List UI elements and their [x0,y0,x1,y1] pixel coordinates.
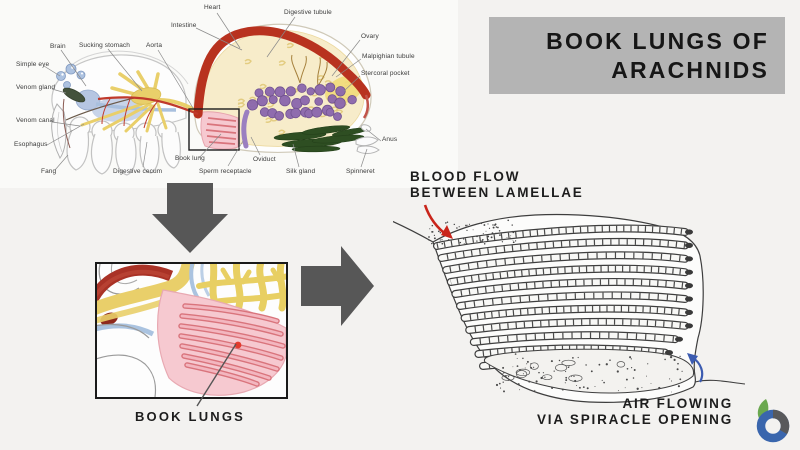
label-ovary: Ovary [361,33,379,40]
nerve-cord [95,102,177,112]
air-flow-label-line2: VIA SPIRACLE OPENING [536,412,733,427]
label-heart: Heart [204,4,221,11]
inset-pointer-dot [234,341,242,349]
stipple-apex [428,219,517,245]
label-malpighian-tubule: Malpighian tubule [362,53,415,60]
label-venom-gland: Venom gland [16,84,56,91]
silk-gland-shapes [273,125,369,153]
label-book-lung: Book lung [175,155,205,162]
page-title: BOOK LUNGS OF ARACHNIDS [546,28,769,83]
blood-flow-label-line1: BLOOD FLOW [410,169,521,184]
arachnid-anatomy-diagram [43,12,382,176]
esophagus-line [65,97,135,121]
logo-ring-accent [772,409,790,435]
inset-body-wall-lines [97,323,157,397]
book-lungs-inset [95,262,288,399]
inset-lamellae [178,303,286,387]
zoom-source-rect [188,108,240,151]
label-silk-gland: Silk gland [286,168,316,175]
simple-eyes-group [56,63,86,89]
label-stercoral-pocket: Stercoral pocket [361,70,410,77]
oviduct-shape [241,109,250,149]
malpighian-tubule-shape [291,54,328,87]
lamellae-cross-section-drawing [393,204,745,403]
label-esophagus: Esophagus [14,141,48,148]
inset-cecum-branches [196,264,286,314]
inset-caption: BOOK LUNGS [134,409,246,424]
blood-flow-label: BLOOD FLOW BETWEEN LAMELLAE [410,169,584,201]
label-anus: Anus [382,136,398,143]
book-lungs-inset-drawing [97,264,286,397]
label-intestine: Intestine [171,22,197,29]
label-aorta: Aorta [146,42,163,49]
arrow-right-icon [301,246,374,326]
blood-flow-label-line2: BETWEEN LAMELLAE [410,185,584,200]
label-spinneret: Spinneret [346,168,375,175]
brand-logo [756,399,790,443]
inset-heart-highlight [97,269,170,298]
book-lung-shape [200,111,239,150]
label-simple-eye: Simple eye [16,61,50,68]
spongy-tissue-blob [483,348,695,394]
fang-inner-line [57,111,63,153]
label-sperm-receptacle: Sperm receptacle [199,168,252,175]
venom-canal-line [62,98,71,149]
label-sucking-stomach: Sucking stomach [79,42,130,49]
label-digestive-cecum: Digestive cecum [113,168,163,175]
heart-shape [193,26,371,119]
leader-lines [43,12,382,171]
label-venom-canal: Venom canal [16,117,55,124]
spinneret-shapes [355,124,380,154]
label-digestive-tubule: Digestive tubule [284,9,332,16]
label-brain: Brain [50,43,66,50]
air-flow-arrow [687,353,704,383]
aorta-arteries [97,96,199,129]
venom-gland-shape [62,87,86,103]
blood-flow-arrow [423,204,453,239]
label-oviduct: Oviduct [253,156,276,163]
blob-cells [501,359,626,382]
label-fang: Fang [41,168,57,175]
body-surface-line [393,220,434,243]
heart-rim [362,94,369,119]
air-flow-label-line1: AIR FLOWING [622,396,733,411]
spiracle-tail-line [694,379,745,385]
title-banner: BOOK LUNGS OF ARACHNIDS [489,17,785,94]
ovary-cluster [246,82,357,121]
fang-shape [51,103,67,159]
arrow-down-icon [152,183,228,253]
air-flow-label: AIR FLOWING VIA SPIRACLE OPENING [493,396,733,428]
